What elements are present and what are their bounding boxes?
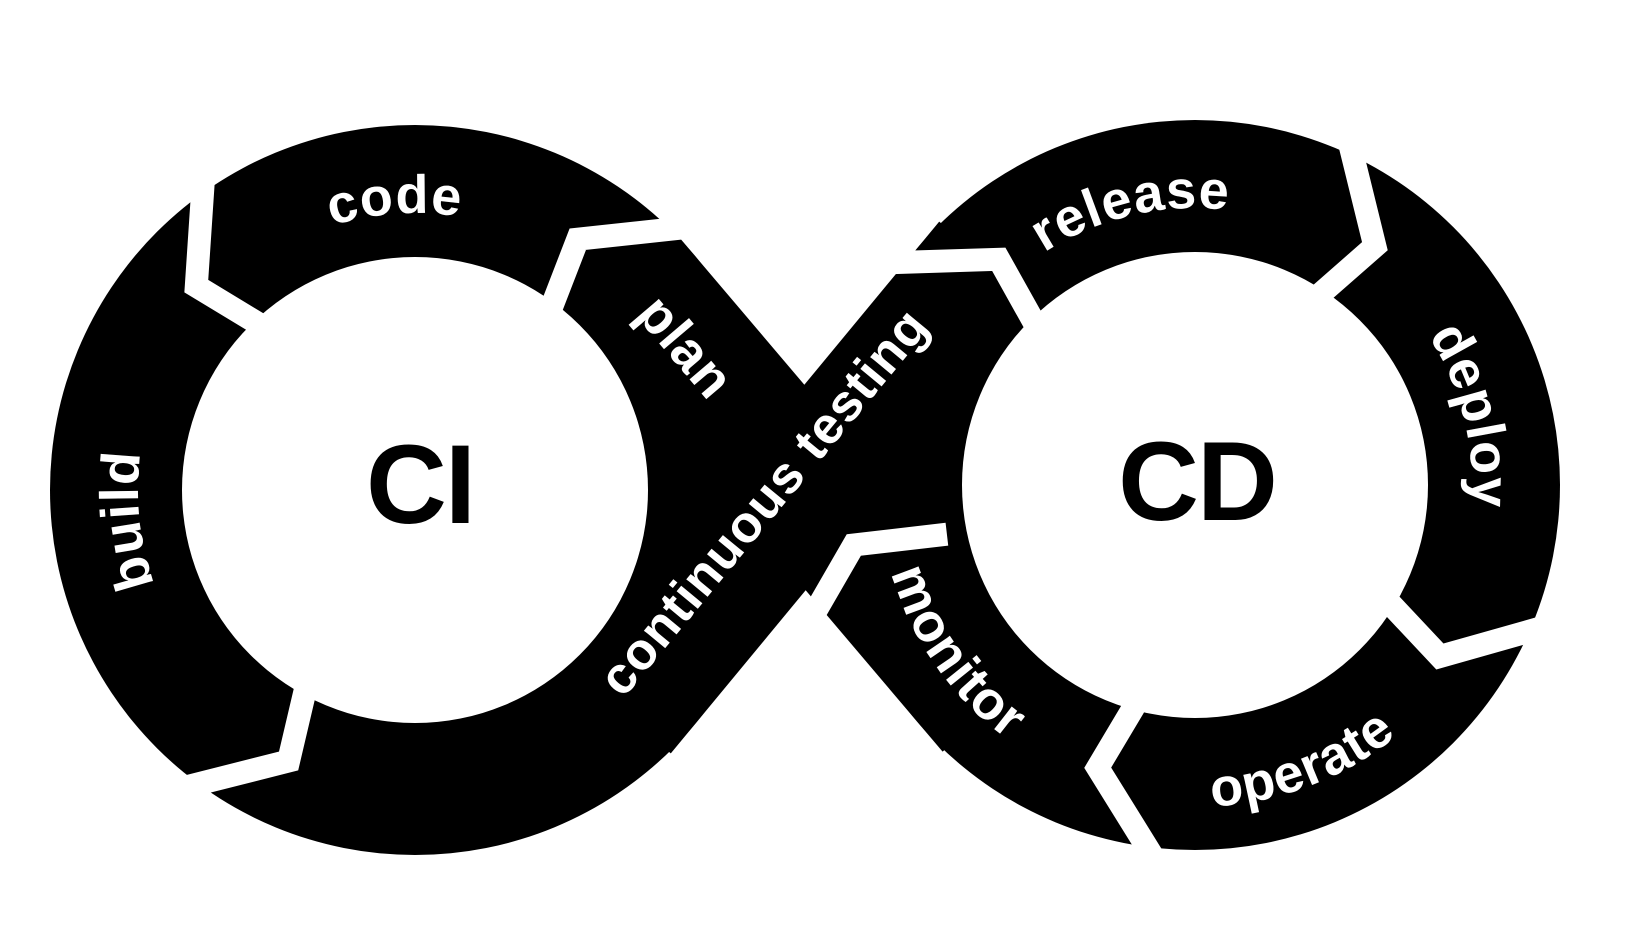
- arrow-gap-release-deploy: [1290, 136, 1388, 323]
- arrow-gap-code-build: [184, 175, 290, 349]
- plan-monitor-band: [566, 223, 1044, 752]
- ci-label: CI: [366, 422, 474, 547]
- arrow-gap-testing-release: [888, 247, 1059, 355]
- loop-inner-holes: [182, 252, 1428, 723]
- arrow-gaps: [179, 136, 1549, 867]
- arrow-gap-plan-code: [530, 215, 689, 339]
- arrow-gap-build-testing: [179, 658, 324, 800]
- cd-label: CD: [1118, 419, 1276, 544]
- cd-inner-hole: [962, 252, 1428, 718]
- arrow-gap-monitor-plan: [802, 522, 949, 623]
- ci-inner-hole: [182, 257, 648, 723]
- arrow-gap-operate-monitor: [1084, 674, 1166, 867]
- arrow-gap-deploy-operate: [1361, 574, 1549, 670]
